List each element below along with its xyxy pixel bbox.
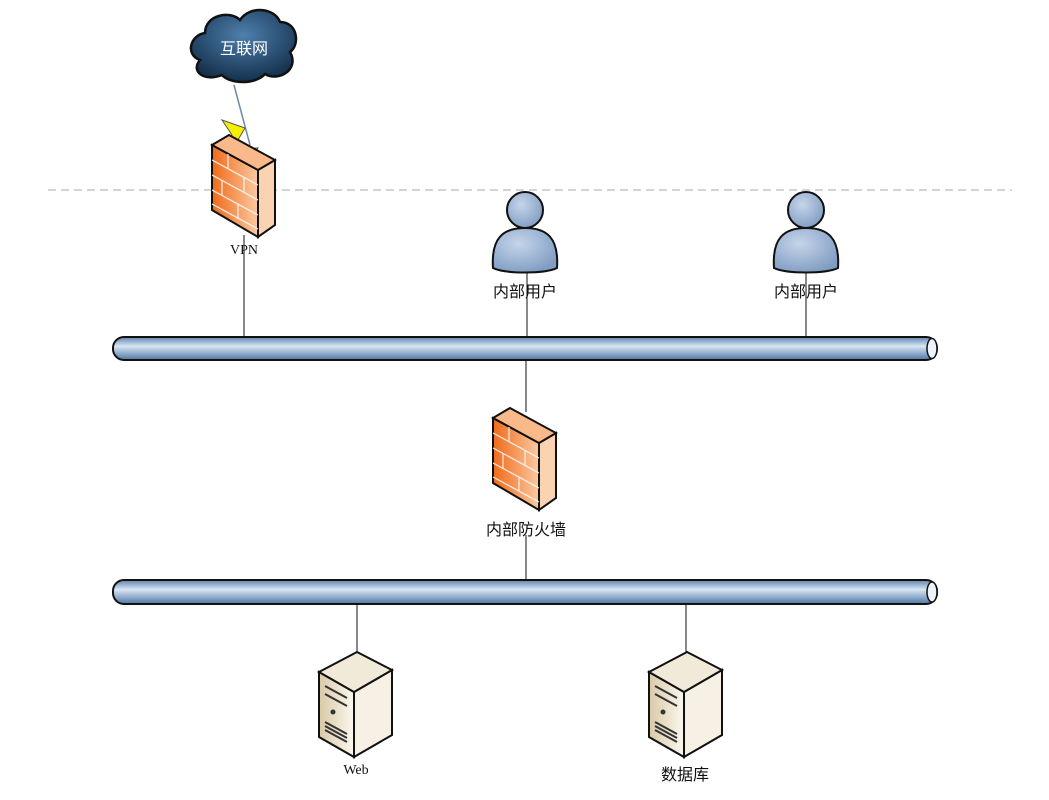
internet-cloud-icon bbox=[189, 8, 298, 84]
vpn-firewall-icon bbox=[211, 134, 276, 238]
user-icon bbox=[772, 191, 840, 274]
connection-lines bbox=[243, 235, 807, 660]
user-label: 内部用户 bbox=[492, 282, 558, 301]
internal-firewall-label: 内部防火墙 bbox=[485, 520, 567, 539]
user-icon bbox=[491, 191, 559, 274]
web-label: Web bbox=[343, 763, 369, 778]
database-server-icon bbox=[648, 651, 723, 758]
network-bus-upper bbox=[112, 336, 938, 361]
web-server-icon bbox=[318, 651, 393, 758]
internal-firewall-icon bbox=[492, 407, 557, 511]
network-bus-lower bbox=[112, 579, 938, 605]
internet-label: 互联网 bbox=[219, 39, 269, 58]
vpn-label: VPN bbox=[229, 243, 259, 258]
database-label: 数据库 bbox=[660, 765, 710, 784]
user-label: 内部用户 bbox=[773, 282, 839, 301]
